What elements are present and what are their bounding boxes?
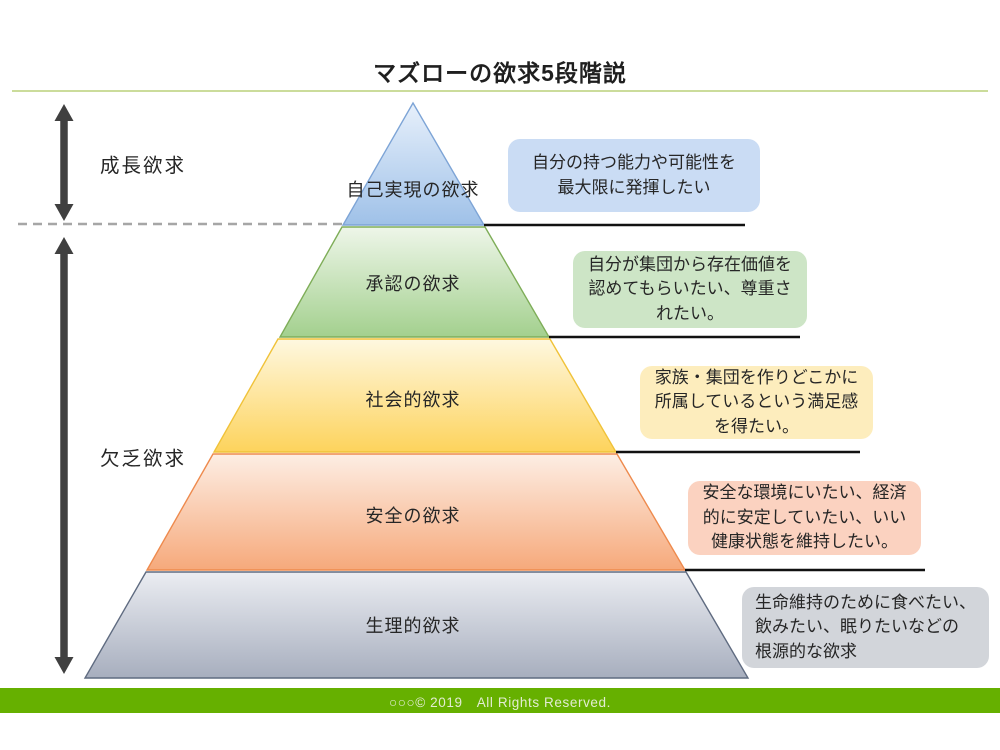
footer-bar: ○○○© 2019 All Rights Reserved. <box>0 688 1000 713</box>
callout-safety-text: 安全な環境にいたい、経済 的に安定していたい、いい 健康状態を維持したい。 <box>702 483 907 552</box>
deficiency-arrow-icon <box>54 237 74 674</box>
pyramid-level-1-shape <box>341 101 486 226</box>
pyramid-level-3-label: 社会的欲求 <box>365 390 461 410</box>
pyramid-level-4-label: 安全の欲求 <box>365 506 461 526</box>
callout-social: 家族・集団を作りどこかに 所属しているという満足感 を得たい。 <box>640 366 873 439</box>
pyramid-level-1-label: 自己実現の欲求 <box>346 180 480 200</box>
growth-needs-label: 成長欲求 <box>100 155 187 177</box>
pyramid-level-5-shape <box>83 571 750 679</box>
callout-esteem-text: 自分が集団から存在価値を 認めてもらいたい、尊重さ れたい。 <box>588 254 792 323</box>
title-divider <box>12 90 988 92</box>
callout-social-text: 家族・集団を作りどこかに 所属しているという満足感 を得たい。 <box>654 367 859 436</box>
callout-self-actualization-text: 自分の持つ能力や可能性を 最大限に発揮したい <box>532 153 736 197</box>
callout-physiological: 生命維持のために食べたい、 飲みたい、眠りたいなどの 根源的な欲求 <box>742 587 989 668</box>
callout-self-actualization: 自分の持つ能力や可能性を 最大限に発揮したい <box>508 139 760 212</box>
pyramid-level-5-label: 生理的欲求 <box>365 616 461 636</box>
page-title: マズローの欲求5段階説 <box>373 60 627 86</box>
callout-safety: 安全な環境にいたい、経済 的に安定していたい、いい 健康状態を維持したい。 <box>688 481 921 555</box>
footer-text: ○○○© 2019 All Rights Reserved. <box>389 694 611 710</box>
pyramid-level-2-label: 承認の欲求 <box>365 274 461 294</box>
callout-physiological-text: 生命維持のために食べたい、 飲みたい、眠りたいなどの 根源的な欲求 <box>755 592 976 661</box>
callout-esteem: 自分が集団から存在価値を 認めてもらいたい、尊重さ れたい。 <box>573 251 807 328</box>
growth-arrow-icon <box>54 104 74 221</box>
deficiency-needs-label: 欠乏欲求 <box>100 448 187 470</box>
